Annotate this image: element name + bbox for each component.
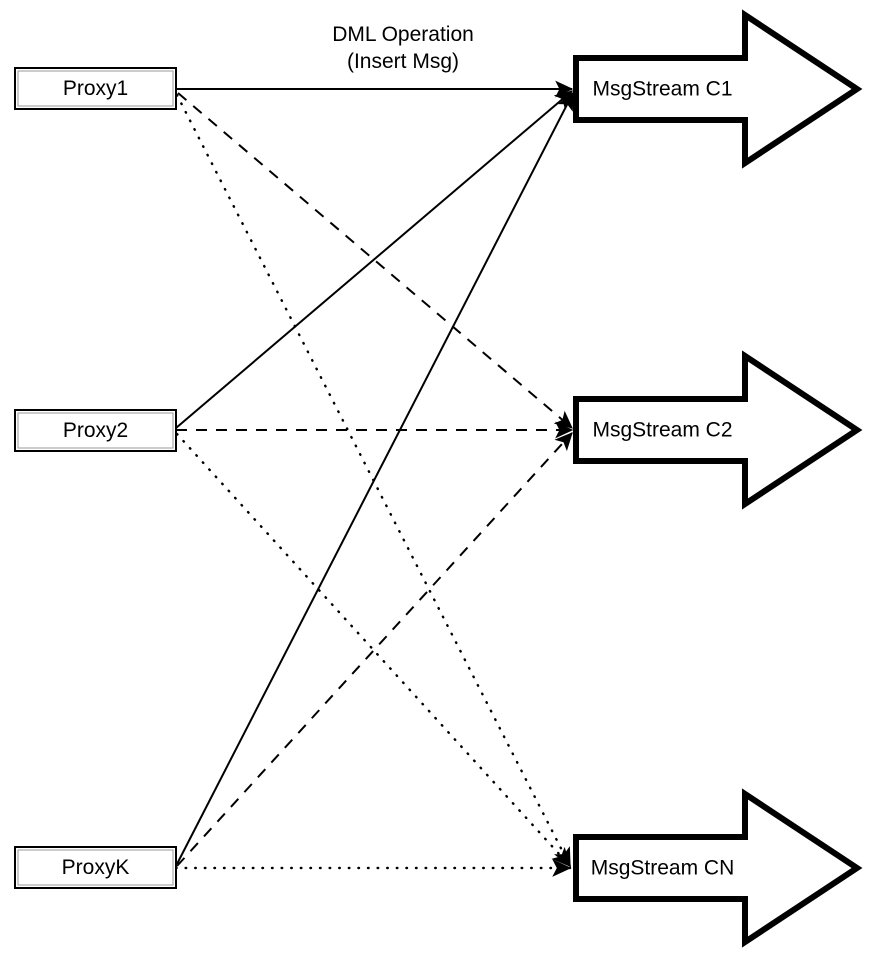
msgstream-arrow-shape <box>573 350 863 510</box>
connection-p2-cn <box>175 432 572 868</box>
proxy-node-proxyk[interactable]: ProxyK <box>14 846 177 889</box>
streams-group: MsgStream C1 MsgStream C2 MsgStream CN <box>573 9 863 948</box>
proxy-label: Proxy1 <box>63 77 128 100</box>
connections-group <box>174 80 574 877</box>
proxy-box-inner-outline <box>17 70 174 107</box>
connection-pk-c1 <box>176 91 574 865</box>
proxy-box-inner-outline <box>17 849 174 886</box>
connection-pk-c2 <box>176 432 573 867</box>
msgstream-node-stream_c1[interactable]: MsgStream C1 <box>573 9 863 169</box>
msgstream-node-stream_cn[interactable]: MsgStream CN <box>573 788 863 948</box>
proxy-box-outline <box>14 409 177 452</box>
proxy-label: ProxyK <box>62 856 130 879</box>
edge-label-line2: (Insert Msg) <box>347 50 459 73</box>
connection-p1-c2 <box>177 92 573 429</box>
edge-label-dml-operation: DML Operation (Insert Msg) <box>332 23 474 73</box>
msgstream-label: MsgStream C2 <box>592 419 732 442</box>
msgstream-label: MsgStream CN <box>591 857 735 880</box>
proxy-box-inner-outline <box>17 412 174 449</box>
proxy-node-proxy2[interactable]: Proxy2 <box>14 409 177 452</box>
msgstream-arrow-shape <box>573 9 863 169</box>
msgstream-arrow-shape <box>573 788 863 948</box>
proxy-box-outline <box>14 846 177 889</box>
proxy-label: Proxy2 <box>63 419 128 442</box>
msgstream-node-stream_c2[interactable]: MsgStream C2 <box>573 350 863 510</box>
msgstream-label: MsgStream C1 <box>592 78 732 101</box>
edge-label-line1: DML Operation <box>332 23 474 46</box>
proxy-box-outline <box>14 67 177 110</box>
proxy-node-proxy1[interactable]: Proxy1 <box>14 67 177 110</box>
connection-p2-c1 <box>175 90 573 429</box>
